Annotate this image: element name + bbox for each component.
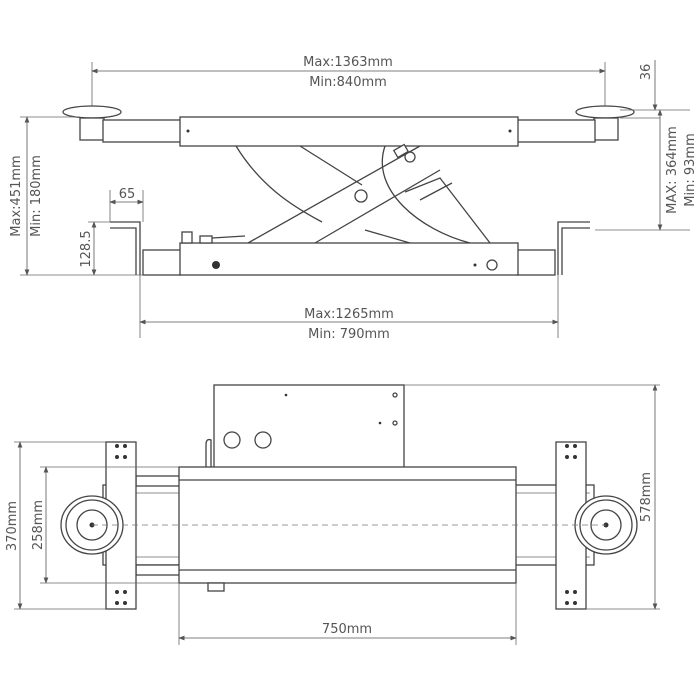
left-top-pad xyxy=(62,105,122,119)
base-width-min-label: Min: 790mm xyxy=(308,327,390,342)
left-top-arm xyxy=(102,119,182,143)
side-view: Max:1363mm Min:840mm xyxy=(9,55,698,342)
top-width-min-label: Min:840mm xyxy=(309,75,387,90)
handle xyxy=(205,438,212,480)
lift-min-label: Min: 93mm xyxy=(683,133,698,206)
right-base-arm xyxy=(516,249,556,276)
height-max-label: Max:451mm xyxy=(9,155,24,236)
overall-depth-label: 578mm xyxy=(639,472,654,522)
lift-max-label: MAX: 364mm xyxy=(665,126,680,214)
height-min-label: Min: 180mm xyxy=(29,155,44,237)
control-box xyxy=(213,384,405,470)
right-top-arm xyxy=(516,119,596,143)
right-bracket xyxy=(557,221,590,275)
bracket-width-label: 65 xyxy=(119,187,136,202)
left-bracket xyxy=(110,221,141,275)
left-base-arm xyxy=(142,249,182,276)
right-top-pad xyxy=(575,105,635,119)
bracket-length-label: 370mm xyxy=(5,501,20,551)
scissor-mechanism xyxy=(235,143,491,244)
top-beam xyxy=(179,116,519,147)
base-beam xyxy=(179,242,519,276)
base-width-max-label: Max:1265mm xyxy=(304,307,394,322)
top-view: 370mm 258mm 578mm 750mm xyxy=(5,384,660,645)
pad-height-label: 36 xyxy=(639,64,654,81)
bracket-height-label: 128.5 xyxy=(79,230,94,267)
body-width-label: 258mm xyxy=(31,500,46,550)
body-length-label: 750mm xyxy=(322,622,372,637)
top-width-max-label: Max:1363mm xyxy=(303,55,393,70)
